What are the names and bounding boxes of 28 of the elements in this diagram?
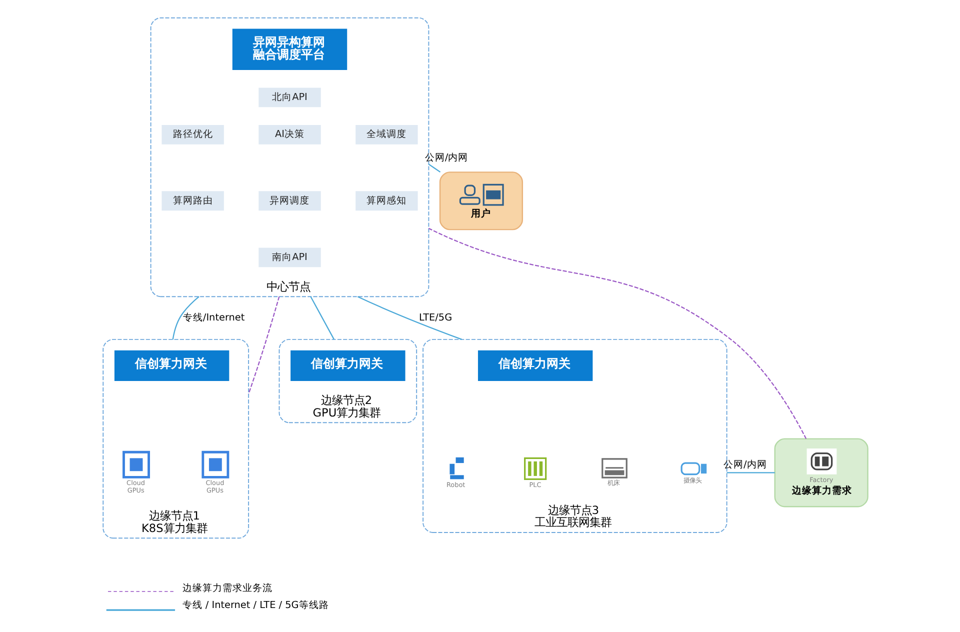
node-box: 南向API <box>258 248 321 268</box>
node-box: 信创算力网关 <box>478 350 593 382</box>
connector <box>726 472 775 474</box>
node-box <box>122 450 150 478</box>
node-box <box>202 450 230 478</box>
node-box: AI决策 <box>258 124 321 144</box>
connector <box>428 164 441 173</box>
connector <box>248 296 280 394</box>
node-box: 用户 <box>439 172 524 230</box>
edge-label: LTE/5G <box>419 312 452 324</box>
node-box: 算网路由 <box>162 191 224 211</box>
node-box: 信创算力网关 <box>290 350 406 382</box>
legend-label: 边缘算力需求业务流 <box>182 583 272 594</box>
edge-label: 专线/Internet <box>182 312 245 324</box>
node-box: 异网异构算网融合调度平台 <box>232 28 348 70</box>
node-box: 异网调度 <box>258 191 321 211</box>
node-box: 算网感知 <box>356 191 418 211</box>
connector <box>428 228 807 439</box>
node-box: 信创算力网关 <box>114 350 230 382</box>
connector <box>357 296 462 340</box>
node-box: 北向API <box>258 88 321 108</box>
legend-label: 专线 / Internet / LTE / 5G等线路 <box>182 600 329 612</box>
node-box: 路径优化 <box>162 124 224 144</box>
node-box: 全域调度 <box>356 124 418 144</box>
connector <box>172 296 200 340</box>
node-box <box>524 457 547 480</box>
connector <box>310 296 335 340</box>
node-box <box>602 458 628 478</box>
